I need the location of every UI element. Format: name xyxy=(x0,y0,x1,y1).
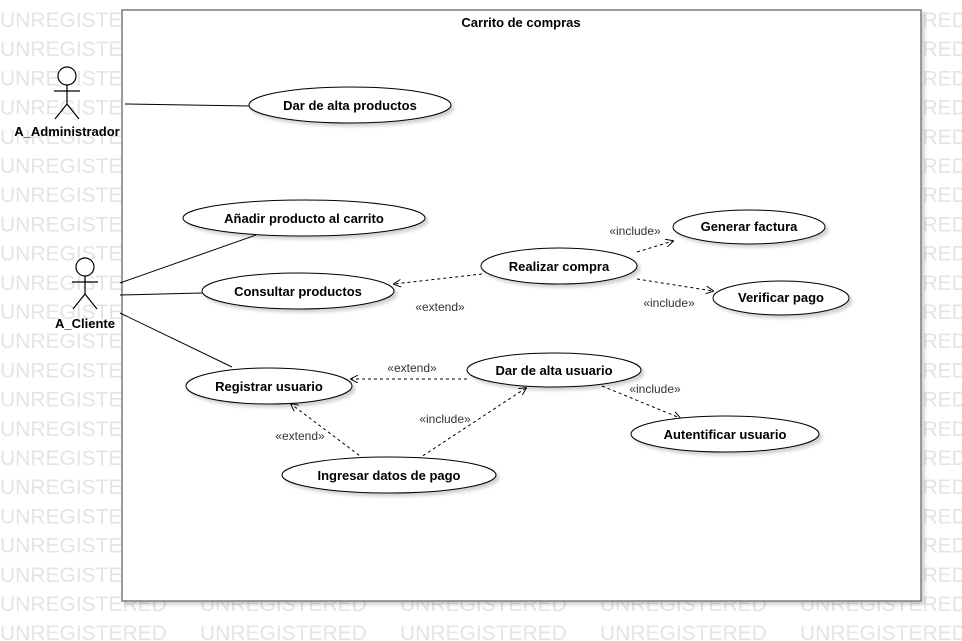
assoc-client-consultar xyxy=(119,292,203,296)
use-case-label: Verificar pago xyxy=(738,290,824,305)
actor-admin-label: A_Administrador xyxy=(14,124,119,139)
label-compra-consultar: «extend» xyxy=(415,300,465,314)
watermark-text: UNREGISTERED xyxy=(400,622,567,641)
use-case-label: Ingresar datos de pago xyxy=(317,468,460,483)
use-case-alta-productos[interactable]: Dar de alta productos xyxy=(248,86,452,124)
use-cases: Dar de alta productos Añadir producto al… xyxy=(182,86,850,494)
watermark-text: UNREGISTERED xyxy=(600,622,767,641)
use-case-label: Generar factura xyxy=(701,219,799,234)
relation-labels: «extend» «include» «include» «extend» «i… xyxy=(275,224,695,443)
association-lines xyxy=(119,103,257,368)
use-case-ingresar-pago[interactable]: Ingresar datos de pago xyxy=(281,456,497,494)
use-case-realizar-compra[interactable]: Realizar compra xyxy=(480,247,638,285)
use-case-label: Realizar compra xyxy=(509,259,610,274)
label-alta-registrar: «extend» xyxy=(387,361,437,375)
watermark-text: UNREGISTERED xyxy=(800,622,962,641)
dep-compra-verificar xyxy=(636,278,713,291)
label-compra-verificar: «include» xyxy=(643,296,695,310)
dependency-lines xyxy=(291,241,713,460)
use-case-label: Dar de alta usuario xyxy=(495,363,612,378)
watermark-text: UNREGISTERED xyxy=(0,622,167,641)
assoc-client-anadir-carrito xyxy=(119,234,257,284)
use-case-consultar-productos[interactable]: Consultar productos xyxy=(201,272,395,310)
actor-head xyxy=(57,66,77,86)
label-pago-alta: «include» xyxy=(419,412,471,426)
label-alta-autentificar: «include» xyxy=(629,382,681,396)
actor-client[interactable]: A_Cliente xyxy=(55,257,115,331)
use-case-label: Consultar productos xyxy=(234,284,362,299)
actor-head xyxy=(75,257,95,277)
assoc-client-registrar xyxy=(119,312,233,368)
actor-client-label: A_Cliente xyxy=(55,316,115,331)
use-case-label: Autentificar usuario xyxy=(664,427,787,442)
dep-compra-consultar xyxy=(394,273,483,284)
label-pago-registrar: «extend» xyxy=(275,429,325,443)
dep-alta-autentificar xyxy=(601,385,680,418)
use-case-alta-usuario[interactable]: Dar de alta usuario xyxy=(466,352,642,388)
dep-compra-factura xyxy=(636,241,673,253)
watermark-text: UNREGISTERED xyxy=(200,622,367,641)
use-case-label: Dar de alta productos xyxy=(283,98,417,113)
use-case-label: Añadir producto al carrito xyxy=(224,211,384,226)
use-case-label: Registrar usuario xyxy=(215,379,323,394)
assoc-admin-alta-productos xyxy=(124,103,251,107)
label-compra-factura: «include» xyxy=(609,224,661,238)
use-case-registrar-usuario[interactable]: Registrar usuario xyxy=(185,367,353,405)
system-title: Carrito de compras xyxy=(461,15,580,30)
use-case-autentificar-usuario[interactable]: Autentificar usuario xyxy=(630,415,820,453)
actor-admin[interactable]: A_Administrador xyxy=(14,66,120,139)
use-case-verificar-pago[interactable]: Verificar pago xyxy=(712,280,850,316)
use-case-generar-factura[interactable]: Generar factura xyxy=(672,209,826,245)
use-case-anadir-carrito[interactable]: Añadir producto al carrito xyxy=(182,199,426,237)
